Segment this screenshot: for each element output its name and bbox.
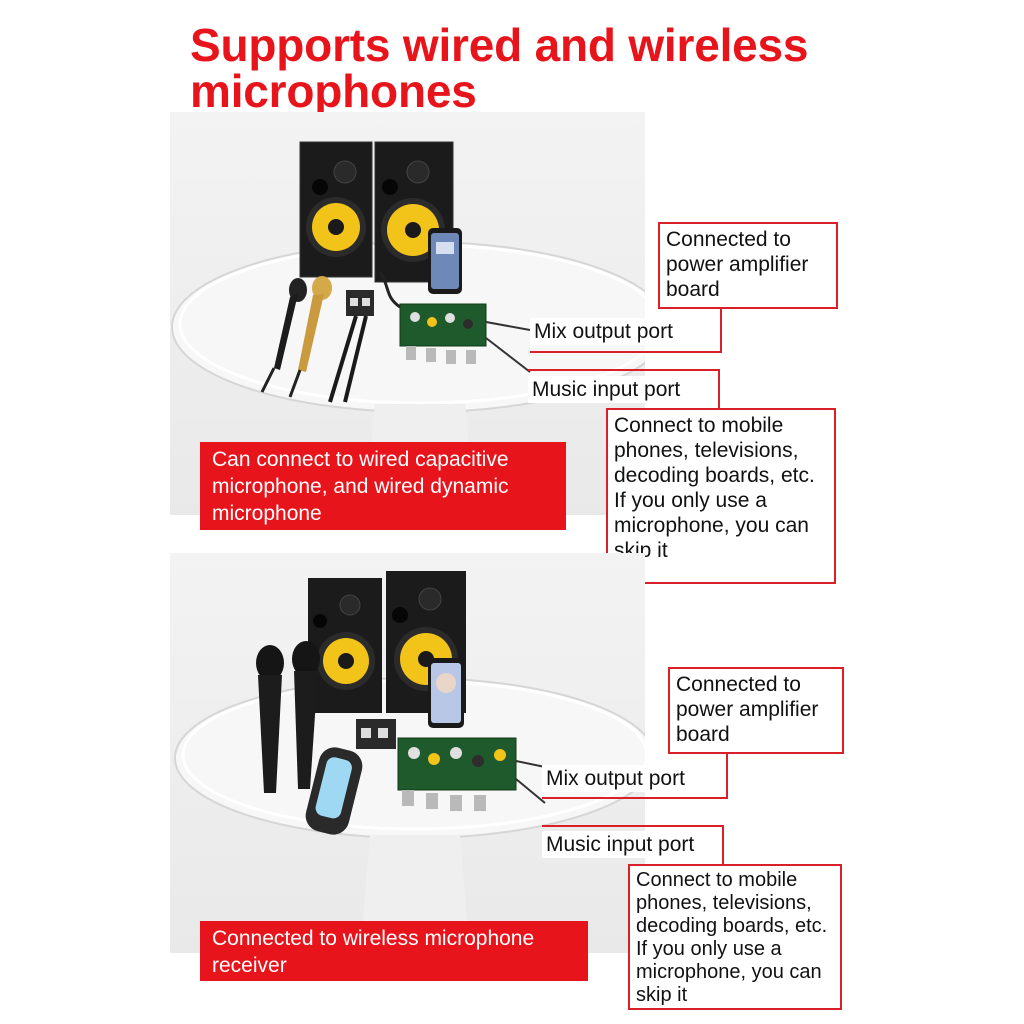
amp-callout: Connected to power amplifier board (658, 222, 838, 309)
wireless-setup-scene (170, 553, 645, 953)
source-callout-2: Connect to mobile phones, televisions, d… (628, 864, 842, 1010)
speaker-icon (299, 141, 373, 278)
wired-mic-banner: Can connect to wired capacitive micropho… (200, 442, 566, 530)
amp-callout-2: Connected to power amplifier board (668, 667, 844, 754)
microphone-icon (288, 276, 332, 398)
microphone-icon (292, 641, 320, 789)
music-input-label: Music input port (528, 376, 685, 403)
speaker-icon (374, 141, 454, 283)
amplifier-board-icon (397, 737, 517, 811)
mix-output-label: Mix output port (530, 318, 677, 345)
music-input-label-2: Music input port (542, 831, 699, 858)
wireless-receiver-banner: Connected to wireless microphone receive… (200, 921, 588, 981)
smartphone-icon (428, 658, 464, 728)
microphone-icon (260, 278, 307, 393)
amplifier-board-icon (399, 303, 487, 364)
page-title: Supports wired and wireless microphones (190, 19, 809, 117)
smartphone-icon (428, 228, 462, 294)
microphone-icon (256, 645, 284, 793)
mix-output-label-2: Mix output port (542, 765, 689, 792)
speaker-icon (308, 578, 382, 713)
wireless-receiver-icon (305, 747, 363, 835)
